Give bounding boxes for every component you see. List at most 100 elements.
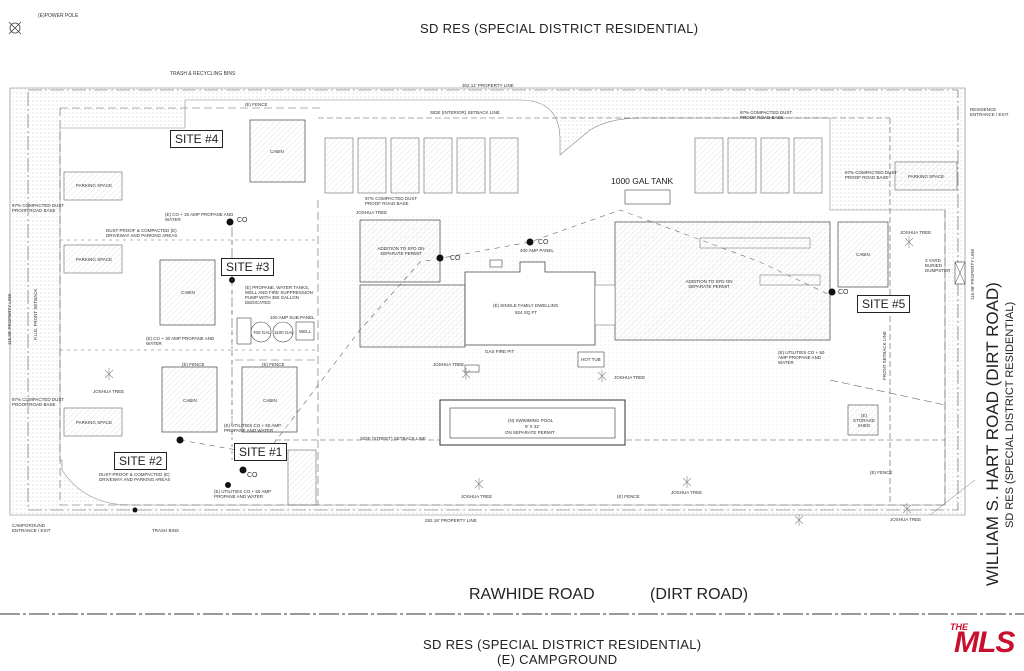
tank-label: 1000 GAL TANK xyxy=(611,176,674,186)
hot-tub xyxy=(577,351,605,368)
gas-fire-pit-label: GAS FIRE PIT xyxy=(485,349,515,354)
right-road-label: WILLIAM S. HART ROAD (DIRT ROAD) xyxy=(983,282,1002,586)
co-points xyxy=(132,218,836,513)
fence-label-5: (E) FENCE xyxy=(870,470,893,475)
right-property-line-label: 115.98' PROPERTY LINE xyxy=(970,248,975,300)
top-zone-label: SD RES (SPECIAL DISTRICT RESIDENTIAL) xyxy=(420,21,699,36)
mls-logo-text: MLS xyxy=(954,626,1015,659)
cabin-label-site3: CABIN xyxy=(181,290,195,295)
storage-shed-label: (E) STORAGE SHED xyxy=(853,413,875,428)
property-line-top: 302.12' PROPERTY LINE xyxy=(462,83,514,88)
compacted-road-label-1: 97% COMPACTED DUST PROOF ROAD BASE xyxy=(740,110,793,120)
propane-site3-label: (E) PROPANE, WATER TANKS, WELL AND FIRE … xyxy=(245,285,313,305)
power-pole-icon xyxy=(8,21,22,35)
cabin-label-site1: CABIN xyxy=(263,398,277,403)
road-name-label: RAWHIDE ROAD xyxy=(469,586,595,603)
sfd-label: (E) SINGLE FAMILY DWELLING xyxy=(493,303,559,308)
panel-label: 400 AMP PANEL xyxy=(520,248,554,253)
utilities-label-2: (E) UTILITIES CO + 50 AMP PROPANE AND WA… xyxy=(214,489,272,499)
co-label-3: CO xyxy=(838,289,849,296)
parking-space-site2 xyxy=(63,407,123,437)
parking-space-right xyxy=(894,161,958,191)
sewer-line xyxy=(179,209,831,456)
property-line-bottom: 282.18' PROPERTY LINE xyxy=(425,518,477,523)
co-label-1: CO xyxy=(450,255,461,262)
trash-bins-label: TRASH BINS xyxy=(152,528,180,533)
left-property-line-label: 115.98' PROPERTY LINE xyxy=(7,293,12,345)
parking-stalls-top xyxy=(324,137,823,194)
parking-space-site3 xyxy=(63,244,123,274)
utilities-label-1: (E) UTILITIES CO + 50 AMP PROPANE AND WA… xyxy=(224,423,282,433)
fence-label-3: (E) FENCE xyxy=(262,362,285,367)
joshua-tree-label-6: JOSHUA TREE xyxy=(900,230,932,235)
pue-label: P.U.E. FRONT SETBACK xyxy=(33,288,38,340)
co30-label-b: (E) CO + 30 AMP PROPANE AND WATER xyxy=(146,336,215,346)
compacted-road-label-3: 97% COMPACTED DUST PROOF ROAD BASE xyxy=(12,203,65,213)
parking-label-site3: PARKING SPACE xyxy=(76,257,113,262)
parking-label-right: PARKING SPACE xyxy=(908,174,945,179)
addition-left-label: ADDITION TO SFD ON SEPARATE PERMIT xyxy=(377,246,425,256)
parking-space-site1 xyxy=(287,449,317,506)
pool-size-label: 9' X 32' xyxy=(525,424,540,429)
parking-label-site2: PARKING SPACE xyxy=(76,420,113,425)
joshua-tree-label-1: JOSHUA TREE xyxy=(93,389,125,394)
tank700-label: 700 GAL xyxy=(253,330,271,335)
pool-label: (N) SWIMMING POOL xyxy=(508,418,554,423)
co-label-2: CO xyxy=(538,239,549,246)
swimming-pool xyxy=(439,399,626,446)
cabin-label-site5: CABIN xyxy=(856,252,870,257)
well-label: WELL xyxy=(299,329,312,334)
addition-left xyxy=(359,219,441,283)
gas-fire-pit xyxy=(464,364,480,373)
addition-right xyxy=(614,221,831,341)
joshua-tree-label-8: JOSHUA TREE xyxy=(356,210,388,215)
utilities-label-3: (E) UTILITIES CO + 50 AMP PROPANE AND WA… xyxy=(778,350,825,365)
tank-700 xyxy=(250,321,272,343)
joshua-trees xyxy=(104,236,914,526)
property-line xyxy=(27,89,959,511)
hot-tub-label: HOT TUB xyxy=(581,357,601,362)
single-family-dwelling xyxy=(464,261,596,346)
co-label-5: CO xyxy=(237,217,248,224)
power-pole-label: (E)POWER POLE xyxy=(38,13,79,19)
campground-entrance-label: CAMPGROUND ENTRANCE / EXIT xyxy=(12,523,51,533)
co-label-4: CO xyxy=(247,472,258,479)
campground-label: (E) CAMPGROUND xyxy=(497,652,618,667)
joshua-tree-label-2: JOSHUA TREE xyxy=(433,362,465,367)
driveway-label-2: DUST-PROOF & COMPACTED (E) DRIVEWAY AND … xyxy=(99,472,171,482)
cabins xyxy=(159,119,889,433)
pool-permit-label: ON SEPARATE PERMIT xyxy=(505,430,555,435)
fence-label-2: (E) FENCE xyxy=(182,362,205,367)
site-1-label: SITE #1 xyxy=(234,443,288,461)
co30-label-a: (E) CO + 30 AMP PROPANE AND WATER xyxy=(165,212,234,222)
trash-bins-top-label: TRASH & RECYCLING BINS xyxy=(170,71,236,77)
bottom-zone-label: SD RES (SPECIAL DISTRICT RESIDENTIAL) xyxy=(423,637,702,652)
site-5-label: SITE #5 xyxy=(857,295,911,313)
tank1100-label: 1100 GAL xyxy=(274,330,294,335)
joshua-tree-label-7: JOSHUA TREE xyxy=(890,517,922,522)
mls-logo-the: THE xyxy=(950,622,968,632)
mls-logo: THE MLS xyxy=(944,620,1015,660)
compacted-road-label-4: 97% COMPACTED DUST PROOF ROAD BASE xyxy=(845,170,898,180)
front-setback-label: FRONT SETBACK LINE xyxy=(882,331,887,380)
parking-space-site4 xyxy=(63,171,123,201)
site-3-label: SITE #3 xyxy=(221,258,275,276)
compacted-road-label-2: 97% COMPACTED DUST PROOF ROAD BASE xyxy=(365,196,418,206)
sfd-sqft-label: 924 SQ FT xyxy=(515,310,538,315)
site-2-label: SITE #2 xyxy=(114,452,168,470)
joshua-tree-label-3: JOSHUA TREE xyxy=(614,375,646,380)
site-4-label: SITE #4 xyxy=(170,130,224,148)
joshua-tree-label-4: JOSHUA TREE xyxy=(461,494,493,499)
tank-pad xyxy=(624,189,671,205)
fence-label-1: (E) FENCE xyxy=(245,102,268,107)
road-type-label: (DIRT ROAD) xyxy=(650,586,749,603)
joshua-tree-label-5: JOSHUA TREE xyxy=(671,490,703,495)
right-zone-label: SD RES (SPECIAL DISTRICT RESIDENTIAL) xyxy=(1004,301,1016,528)
residence-entrance-label: RESIDENCE ENTRANCE / EXIT xyxy=(970,107,1009,117)
addition-right-label: ADDITION TO SFD ON SEPARATE PERMIT xyxy=(685,279,733,289)
subpanel-label: 100 AMP SUB-PANEL xyxy=(270,315,315,320)
driveway-label-1: DUST-PROOF & COMPACTED (E) DRIVEWAY AND … xyxy=(106,228,178,238)
parking-label-site4: PARKING SPACE xyxy=(76,183,113,188)
street-setback-label: SIDE (STREET) SETBACK LINE xyxy=(360,436,427,441)
storage-shed xyxy=(847,404,879,436)
